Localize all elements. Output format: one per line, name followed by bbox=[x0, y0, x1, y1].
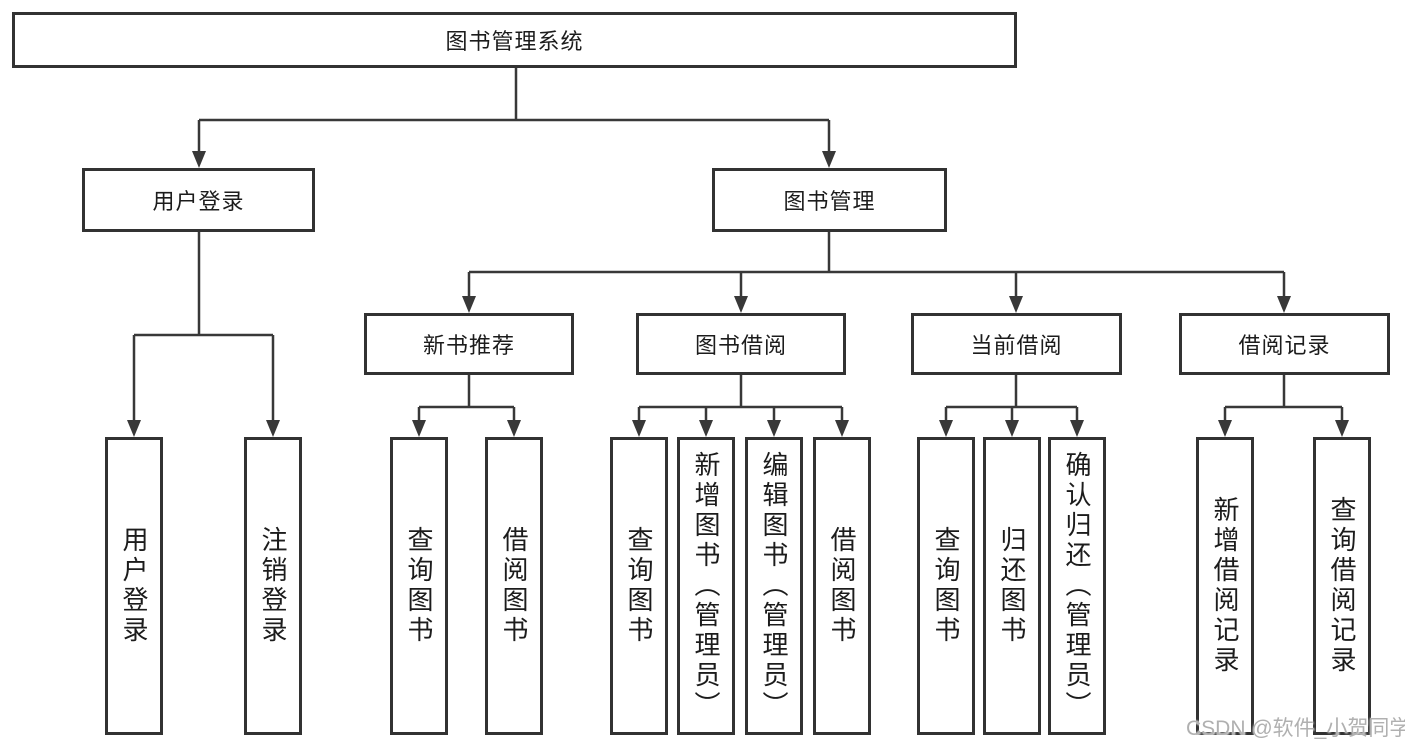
leaf-edit-book-admin: 编辑图书（管理员） bbox=[745, 437, 803, 735]
node-label: 注销登录 bbox=[258, 526, 288, 646]
leaf-confirm-return-admin: 确认归还（管理员） bbox=[1048, 437, 1106, 735]
leaf-borrow-books: 借阅图书 bbox=[813, 437, 871, 735]
node-borrowing-records: 借阅记录 bbox=[1179, 313, 1390, 375]
node-label: 用户登录 bbox=[119, 526, 149, 646]
node-label: 用户登录 bbox=[152, 189, 245, 214]
node-label: 当前借阅 bbox=[970, 333, 1063, 358]
node-current-borrowing: 当前借阅 bbox=[911, 313, 1122, 375]
node-label: 新书推荐 bbox=[422, 333, 515, 358]
csdn-watermark: CSDN @软件_小贺同学 bbox=[1186, 717, 1405, 740]
node-user-login-branch: 用户登录 bbox=[82, 168, 315, 232]
node-label: 图书管理 bbox=[783, 189, 876, 214]
node-label: 图书借阅 bbox=[694, 333, 787, 358]
node-book-management-branch: 图书管理 bbox=[712, 168, 947, 232]
leaf-borrow-books-recommend: 借阅图书 bbox=[485, 437, 543, 735]
node-label: 借阅记录 bbox=[1238, 333, 1331, 358]
node-label: 编辑图书（管理员） bbox=[759, 451, 789, 721]
node-label: 查询图书 bbox=[404, 526, 434, 646]
leaf-query-books-recommend: 查询图书 bbox=[390, 437, 448, 735]
node-label: 查询图书 bbox=[624, 526, 654, 646]
leaf-return-book: 归还图书 bbox=[983, 437, 1041, 735]
node-label: 借阅图书 bbox=[499, 526, 529, 646]
node-label: 新增图书（管理员） bbox=[691, 451, 721, 721]
node-label: 图书管理系统 bbox=[445, 29, 584, 54]
leaf-query-borrow-record: 查询借阅记录 bbox=[1313, 437, 1371, 735]
node-label: 新增借阅记录 bbox=[1210, 496, 1240, 676]
leaf-query-books-current: 查询图书 bbox=[917, 437, 975, 735]
node-new-book-recommend: 新书推荐 bbox=[364, 313, 574, 375]
node-library-system-root: 图书管理系统 bbox=[12, 12, 1017, 68]
leaf-user-login: 用户登录 bbox=[105, 437, 163, 735]
node-label: 归还图书 bbox=[997, 526, 1027, 646]
node-label: 借阅图书 bbox=[827, 526, 857, 646]
node-label: 查询图书 bbox=[931, 526, 961, 646]
node-book-borrowing: 图书借阅 bbox=[636, 313, 846, 375]
leaf-query-books-borrow: 查询图书 bbox=[610, 437, 668, 735]
node-label: 查询借阅记录 bbox=[1327, 496, 1357, 676]
leaf-add-borrow-record: 新增借阅记录 bbox=[1196, 437, 1254, 735]
node-label: 确认归还（管理员） bbox=[1062, 451, 1092, 721]
leaf-logout: 注销登录 bbox=[244, 437, 302, 735]
leaf-add-book-admin: 新增图书（管理员） bbox=[677, 437, 735, 735]
